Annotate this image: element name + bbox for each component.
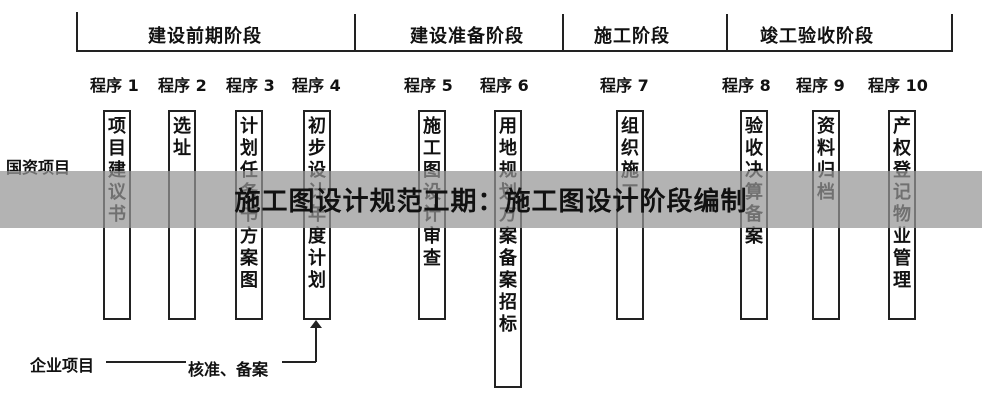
box-char: 收 <box>745 138 763 159</box>
phase-label-pre-construction: 建设前期阶段 <box>148 26 262 47</box>
box-char: 用 <box>499 116 517 137</box>
box-char: 选 <box>173 116 191 137</box>
box-char: 查 <box>423 248 441 269</box>
program-label-3: 程序 3 <box>226 76 275 95</box>
box-char: 理 <box>893 270 911 291</box>
box-char: 计 <box>240 116 258 137</box>
box-char: 产 <box>893 116 911 137</box>
box-char: 划 <box>240 138 258 159</box>
box-char: 料 <box>817 138 835 159</box>
enterprise-project-label: 企业项目 <box>30 356 95 375</box>
program-label-8: 程序 8 <box>722 76 771 95</box>
phase-divider-right <box>951 14 953 52</box>
phase-divider-3 <box>726 14 728 52</box>
title-banner: 施工图设计规范工期：施工图设计阶段编制 <box>0 171 982 228</box>
program-label-7: 程序 7 <box>600 76 649 95</box>
box-char: 计 <box>308 248 326 269</box>
program-label-6: 程序 6 <box>480 76 529 95</box>
phase-divider-left <box>76 12 78 52</box>
phase-baseline <box>76 14 953 52</box>
box-char: 验 <box>745 116 763 137</box>
box-char: 度 <box>308 226 326 247</box>
box-char: 标 <box>499 314 517 335</box>
box-char: 址 <box>173 138 191 159</box>
box-char: 案 <box>499 270 517 291</box>
phase-divider-2 <box>562 14 564 52</box>
box-char: 招 <box>499 292 517 313</box>
box-char: 划 <box>308 270 326 291</box>
box-char: 目 <box>108 138 126 159</box>
program-label-4: 程序 4 <box>292 76 341 95</box>
box-char: 案 <box>745 226 763 247</box>
box-char: 初 <box>308 116 326 137</box>
program-label-1: 程序 1 <box>90 76 139 95</box>
program-label-2: 程序 2 <box>158 76 207 95</box>
box-char: 权 <box>893 138 911 159</box>
box-char: 案 <box>240 248 258 269</box>
box-char: 审 <box>423 226 441 247</box>
box-char: 工 <box>423 138 441 159</box>
box-char: 案 <box>499 226 517 247</box>
box-char: 图 <box>240 270 258 291</box>
phase-divider-1 <box>354 14 356 52</box>
phase-label-construction: 施工阶段 <box>594 26 670 47</box>
box-char: 组 <box>621 116 639 137</box>
phase-label-preparation: 建设准备阶段 <box>410 26 524 47</box>
box-char: 地 <box>499 138 517 159</box>
program-label-10: 程序 10 <box>868 76 928 95</box>
box-char: 管 <box>893 248 911 269</box>
box-char: 施 <box>423 116 441 137</box>
program-label-5: 程序 5 <box>404 76 453 95</box>
program-label-9: 程序 9 <box>796 76 845 95</box>
banner-title: 施工图设计规范工期：施工图设计阶段编制 <box>234 187 748 217</box>
phase-label-acceptance: 竣工验收阶段 <box>760 26 874 47</box>
box-char: 项 <box>108 116 126 137</box>
box-char: 备 <box>499 248 517 269</box>
box-char: 方 <box>240 226 258 247</box>
connector-arrowhead <box>310 320 322 328</box>
box-char: 资 <box>817 116 835 137</box>
box-char: 业 <box>893 226 911 247</box>
approval-label: 核准、备案 <box>188 360 269 379</box>
box-char: 织 <box>621 138 639 159</box>
box-char: 步 <box>308 138 326 159</box>
